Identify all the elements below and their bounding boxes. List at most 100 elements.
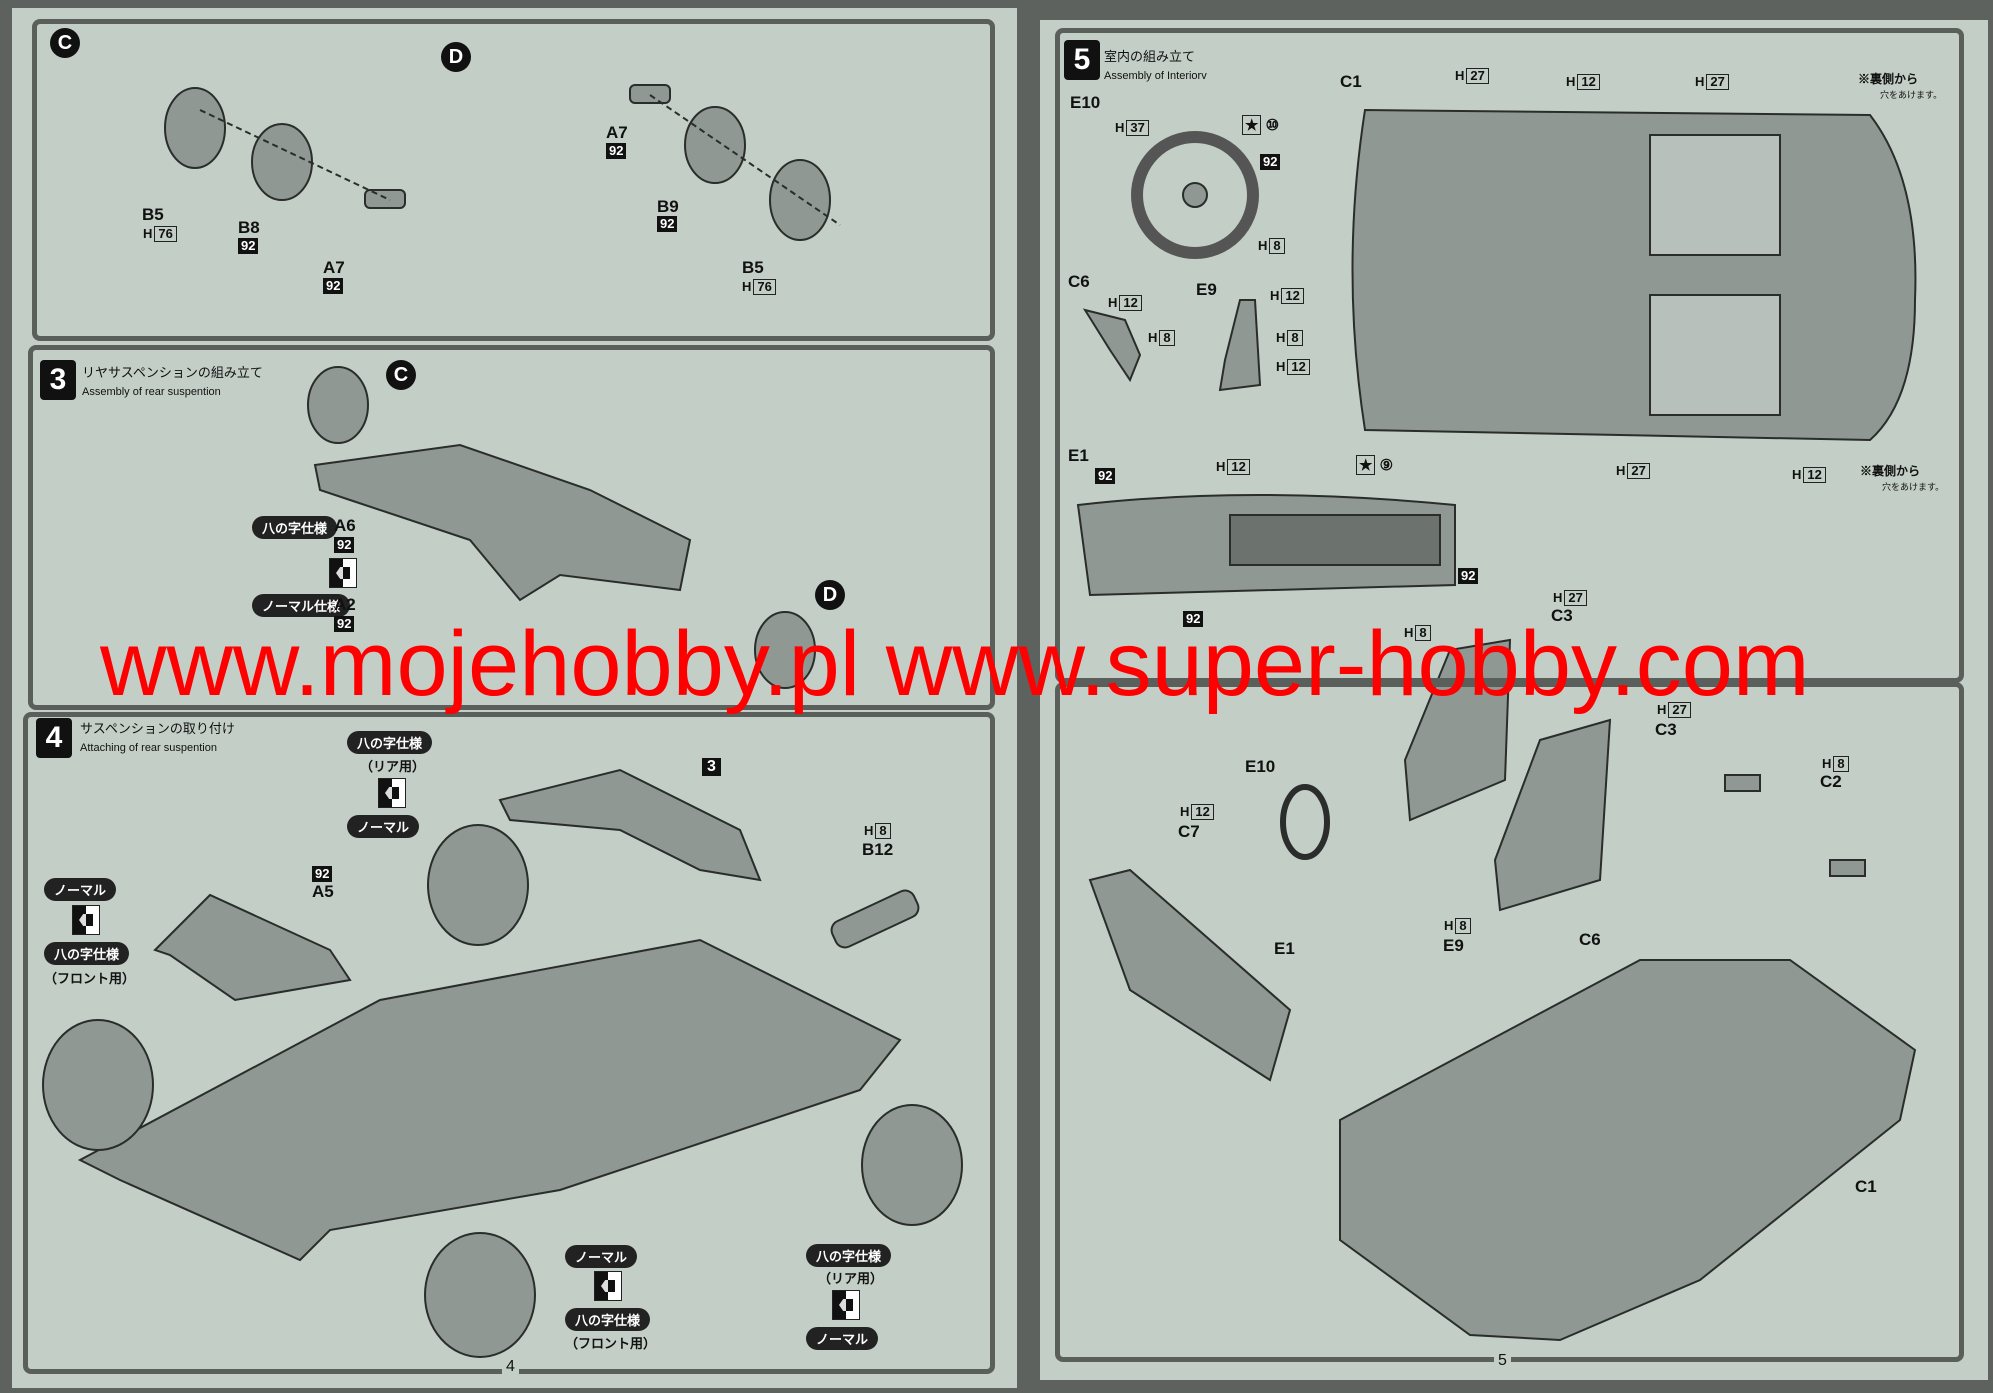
color-code: 92 xyxy=(312,866,333,882)
part-label: A7 xyxy=(323,258,345,277)
star-icon: ★ xyxy=(1356,455,1376,475)
part-label: C1 xyxy=(1855,1177,1877,1196)
part-label: B8 xyxy=(238,218,260,237)
part-label: E10 xyxy=(1070,93,1101,112)
part-label: E9 xyxy=(1443,936,1464,955)
page-number: 5 xyxy=(1494,1352,1511,1370)
star-icon: ★ xyxy=(1242,115,1262,135)
option-pill: ノーマル xyxy=(44,878,117,901)
part-label: B9 xyxy=(657,197,679,216)
drill-note: ※裏側から xyxy=(1858,72,1919,86)
decal-marker: ★ ⑩ xyxy=(1242,115,1279,135)
step-ref: 3 xyxy=(702,758,721,776)
dashboard-e1 xyxy=(1076,494,1456,597)
part-label: C6 xyxy=(1579,930,1601,949)
swap-icon xyxy=(594,1271,622,1301)
interior-top-view xyxy=(1351,108,1917,442)
part-label: C3 xyxy=(1655,720,1677,739)
drill-note-sub: 穴をあけます。 xyxy=(1882,482,1945,492)
color-code: 92 xyxy=(1458,568,1479,584)
page-number: 4 xyxy=(502,1358,519,1376)
part-label: E1 xyxy=(1274,939,1295,958)
steering-wheel xyxy=(1131,131,1259,259)
part-label: C2 xyxy=(1820,772,1842,791)
option-pill: 八の字仕様 xyxy=(44,942,130,965)
part-label: B12 xyxy=(862,840,894,859)
part-c2-left xyxy=(1724,774,1761,792)
step-number: 4 xyxy=(36,718,72,758)
color-code: 92 xyxy=(323,278,344,294)
swap-icon xyxy=(832,1290,860,1320)
color-code: 92 xyxy=(657,216,678,232)
part-label: C7 xyxy=(1178,822,1200,841)
option-pill: 八の字仕様 xyxy=(565,1308,651,1331)
drill-note: ※裏側から xyxy=(1860,464,1921,478)
swap-icon xyxy=(378,778,406,808)
part-label: E1 xyxy=(1068,446,1089,465)
step-title-en: Assembly of rear suspention xyxy=(82,386,221,398)
swap-icon xyxy=(329,558,357,588)
part-label: B5 xyxy=(142,205,164,224)
watermark: www.mojehobby.pl www.super-hobby.com xyxy=(100,613,1810,715)
step-number: 3 xyxy=(40,360,76,400)
dashboard-e1-assembly xyxy=(1088,868,1292,1082)
color-code: 92 xyxy=(334,616,355,632)
part-label: C3 xyxy=(1551,606,1573,625)
option-pill: ノーマル xyxy=(347,815,420,838)
option-pill: ノーマル仕様 xyxy=(252,594,351,617)
option-note: （リア用） xyxy=(360,759,426,774)
option-pill: 八の字仕様 xyxy=(347,731,433,754)
part-c2-right xyxy=(1829,859,1866,877)
part-label: A6 xyxy=(334,516,356,535)
option-note: （リア用） xyxy=(818,1271,884,1286)
part-label: A2 xyxy=(334,595,356,614)
step5-top-panel xyxy=(1055,28,1964,683)
color-code: 92 xyxy=(334,537,355,553)
rear-subframe xyxy=(307,366,816,689)
part-label: A5 xyxy=(312,882,334,901)
chassis xyxy=(42,768,963,1358)
option-pill: ノーマル xyxy=(806,1327,879,1350)
option-note: （フロント用） xyxy=(565,1336,657,1351)
option-pill: 八の字仕様 xyxy=(252,516,338,539)
color-code: 92 xyxy=(1183,611,1204,627)
wheel-d-assembly xyxy=(629,84,841,241)
marker-d: D xyxy=(815,580,845,610)
gear-shifters xyxy=(1082,299,1262,392)
step-title-ja: リヤサスペンションの組み立て xyxy=(82,365,263,380)
color-code: 92 xyxy=(238,238,259,254)
step-title-ja: 室内の組み立て xyxy=(1104,49,1196,64)
option-note: （フロント用） xyxy=(44,971,136,986)
decal-marker: ★ ⑨ xyxy=(1356,455,1393,475)
step3-panel xyxy=(28,345,995,710)
step-title-ja: サスペンションの取り付け xyxy=(80,721,235,736)
color-code: 92 xyxy=(1095,468,1116,484)
wheel-c-assembly xyxy=(164,87,406,209)
part-label: E10 xyxy=(1245,757,1276,776)
step-number: 5 xyxy=(1064,40,1100,80)
part-label: C6 xyxy=(1068,272,1090,291)
step-title-en: Attaching of rear suspention xyxy=(80,742,217,754)
marker-c: C xyxy=(386,360,416,390)
